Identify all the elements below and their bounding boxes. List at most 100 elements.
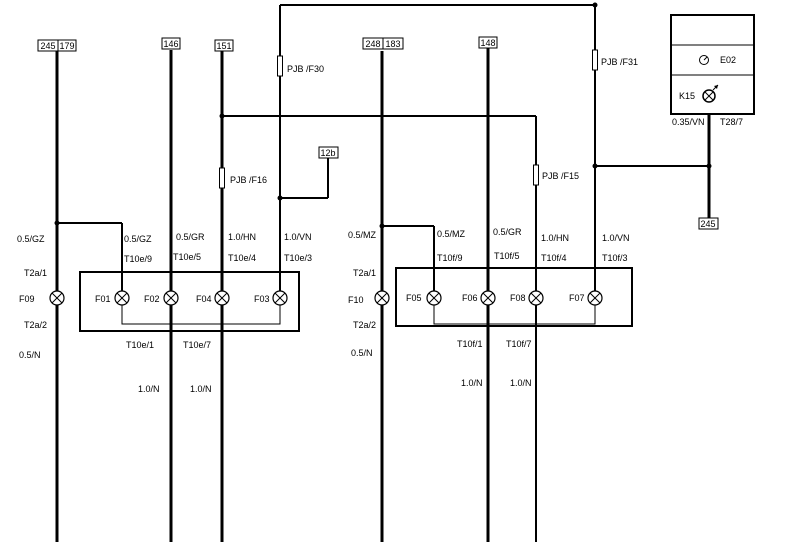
junction-dot <box>219 113 225 119</box>
fuse-f04-icon <box>214 290 230 306</box>
pjb-f15-marker <box>533 164 539 186</box>
wire-label: 1.0/N <box>190 384 212 394</box>
junctions <box>54 2 712 229</box>
pin-label: T10e/7 <box>183 340 211 350</box>
k15-lamp-icon <box>702 84 719 103</box>
pjb-f31-label: PJB /F31 <box>601 57 638 67</box>
fuse-f03-label: F03 <box>254 294 270 304</box>
junction-dot <box>54 220 60 226</box>
junction-dot <box>277 195 283 201</box>
junction-dot <box>592 2 598 8</box>
connector-245: 245 <box>40 41 55 51</box>
left-section-labels: 0.5/GZ 0.5/GZ 0.5/GR 1.0/HN 1.0/VN T2a/1… <box>17 232 312 394</box>
fuse-f06-icon <box>480 290 496 306</box>
connector-box <box>478 36 498 49</box>
connector-179: 179 <box>59 41 74 51</box>
fuse-f03-icon <box>272 290 288 306</box>
pin-label: T2a/1 <box>353 268 376 278</box>
fuse-f06-label: F06 <box>462 293 478 303</box>
connector-box <box>161 37 181 50</box>
connector-box <box>698 217 719 230</box>
connector-boxes: 245 179 146 151 248 183 148 12b 245 <box>37 36 719 230</box>
relay-e02-label: E02 <box>720 55 736 65</box>
pin-label: T10f/1 <box>457 339 483 349</box>
fuse-f07-label: F07 <box>569 293 585 303</box>
connector-box <box>57 39 77 52</box>
fuse-f05-label: F05 <box>406 293 422 303</box>
pin-label: T2a/2 <box>24 320 47 330</box>
relay-pin-label: T28/7 <box>720 117 743 127</box>
pin-label: T10e/1 <box>126 340 154 350</box>
wires <box>55 4 711 542</box>
pin-label: T10e/5 <box>173 252 201 262</box>
pin-label: T10f/4 <box>541 253 567 263</box>
pjb-f15-label: PJB /F15 <box>542 171 579 181</box>
fuse-f10-label: F10 <box>348 295 364 305</box>
pjb-f30-marker <box>277 55 283 77</box>
junction-dot <box>592 163 598 169</box>
wire-label: 1.0/VN <box>602 233 630 243</box>
wire-label: 0.5/N <box>351 348 373 358</box>
fuse-block-t10e <box>79 271 300 332</box>
junction-dot <box>706 163 712 169</box>
right-section-labels: 0.5/MZ 0.5/MZ 0.5/GR 1.0/HN 1.0/VN T2a/1… <box>348 227 630 388</box>
wire-label: 0.5/N <box>19 350 41 360</box>
wire-label: 0.5/GR <box>493 227 522 237</box>
pin-label: T2a/1 <box>24 268 47 278</box>
connector-box <box>318 146 339 159</box>
wire-right-internal <box>433 300 596 325</box>
fuse-f04-label: F04 <box>196 294 212 304</box>
fuse-f02-icon <box>163 290 179 306</box>
pin-label: T10f/3 <box>602 253 628 263</box>
connector-12b: 12b <box>320 148 335 158</box>
wire-label: 0.5/GZ <box>124 234 152 244</box>
connector-245-relay: 245 <box>700 219 715 229</box>
connector-183: 183 <box>385 39 400 49</box>
pjb-f16-marker <box>219 167 225 189</box>
connector-151: 151 <box>216 41 231 51</box>
fuse-f09-label: F09 <box>19 294 35 304</box>
fuse-block-t10f <box>395 267 633 327</box>
pjb-f16-label: PJB /F16 <box>230 175 267 185</box>
junction-dot <box>379 223 385 229</box>
pin-label: T2a/2 <box>353 320 376 330</box>
fuse-f05-icon <box>426 290 442 306</box>
fuse-f08-label: F08 <box>510 293 526 303</box>
connector-box <box>214 39 234 52</box>
fuse-f02-label: F02 <box>144 294 160 304</box>
fuse-f01-label: F01 <box>95 294 111 304</box>
fuse-f01-icon <box>114 290 130 306</box>
connector-148: 148 <box>480 38 495 48</box>
relay-k15-label: K15 <box>679 91 695 101</box>
pin-label: T10e/4 <box>228 253 256 263</box>
e02-symbol-icon <box>699 55 709 65</box>
relay-wire-label: 0.35/VN <box>672 117 705 127</box>
wire-label: 1.0/HN <box>228 232 256 242</box>
connector-248: 248 <box>365 39 380 49</box>
fuse-f07-icon <box>587 290 603 306</box>
wire-label: 1.0/HN <box>541 233 569 243</box>
wire-label: 0.5/GR <box>176 232 205 242</box>
wire-label: 1.0/N <box>510 378 532 388</box>
pin-label: T10e/9 <box>124 254 152 264</box>
pjb-f31-marker <box>592 49 598 71</box>
wire-label: 0.5/GZ <box>17 234 45 244</box>
relay-module: E02 K15 0.35/VN T28/7 <box>670 14 755 127</box>
wire-left-internal <box>121 300 281 325</box>
pin-label: T10f/5 <box>494 251 520 261</box>
fuse-f09-icon <box>49 290 65 306</box>
connector-146: 146 <box>163 39 178 49</box>
wire-label: 0.5/MZ <box>437 229 466 239</box>
wire-label: 1.0/VN <box>284 232 312 242</box>
connector-box <box>382 37 404 50</box>
pin-label: T10e/3 <box>284 253 312 263</box>
pin-label: T10f/7 <box>506 339 532 349</box>
fuse-f08-icon <box>528 290 544 306</box>
fuse-f10-icon <box>374 290 390 306</box>
wire-label: 1.0/N <box>138 384 160 394</box>
pjb-fuse-markers <box>219 49 598 189</box>
pjb-f30-label: PJB /F30 <box>287 64 324 74</box>
pin-label: T10f/9 <box>437 253 463 263</box>
wire-label: 1.0/N <box>461 378 483 388</box>
